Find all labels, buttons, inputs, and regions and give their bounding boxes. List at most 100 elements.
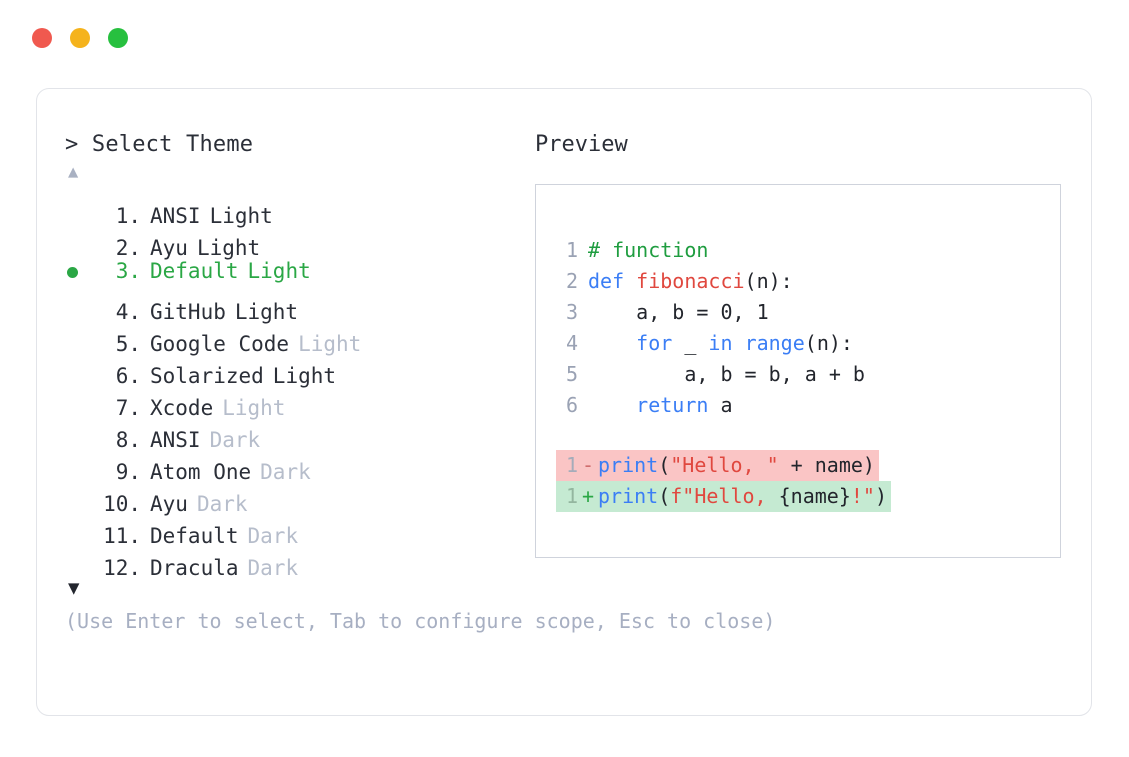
selection-bullet-cell (65, 223, 95, 255)
theme-item-variant: Light (222, 396, 286, 420)
theme-item-variant: Dark (196, 492, 248, 516)
line-number: 6 (565, 393, 578, 417)
theme-item-name: Ayu (150, 236, 188, 260)
theme-list-item[interactable]: 1. ANSI Light (65, 191, 535, 228)
code-line: 1 # function (556, 235, 865, 266)
code-line: 3 a, b = 0, 1 (556, 297, 865, 328)
selection-bullet-cell (65, 415, 95, 447)
theme-item-variant: Light (272, 364, 337, 388)
diff-marker: + (581, 484, 595, 508)
theme-item-variant: Dark (247, 556, 299, 580)
preview-label: Preview (535, 132, 628, 157)
line-number: 1 (565, 484, 578, 508)
theme-item-name: Solarized (150, 364, 264, 388)
diff-text: print("Hello, " + name) (598, 453, 875, 477)
code-text: for _ in range(n): (636, 331, 853, 355)
selected-bullet-icon (67, 267, 78, 278)
selection-bullet-cell (65, 479, 95, 511)
theme-item-variant: Light (247, 259, 311, 283)
theme-list-item[interactable]: 9. Atom One Dark (65, 447, 535, 484)
code-text: # function (588, 238, 709, 262)
theme-item-name: Default (150, 259, 239, 283)
close-button-icon[interactable] (32, 28, 52, 48)
theme-list-item[interactable]: 5. Google Code Light (65, 319, 535, 356)
theme-item-variant: Dark (247, 524, 299, 548)
line-number: 3 (565, 300, 578, 324)
theme-item-name: Default (150, 524, 239, 548)
diff-line-plus: 1+print(f"Hello, {name}!") (556, 481, 892, 512)
theme-item-name: ANSI (150, 428, 201, 452)
theme-item-name: ANSI (150, 204, 201, 228)
code-text: a, b = 0, 1 (588, 300, 769, 324)
theme-item-variant: Light (209, 204, 273, 228)
code-text: def fibonacci(n): (588, 269, 793, 293)
theme-item-number: 3. (115, 259, 141, 283)
selection-bullet-cell (65, 447, 95, 479)
theme-item-number: 9. (115, 460, 141, 484)
code-sample: 1 # function 2 def fibonacci(n): 3 a, b = 0,… (556, 235, 865, 421)
theme-item-number: 1. (115, 204, 141, 228)
theme-item-number: 11. (103, 524, 141, 548)
preview-box: 1 # function 2 def fibonacci(n): 3 a, b = 0,… (535, 184, 1061, 558)
code-text: return a (636, 393, 733, 417)
theme-item-number: 10. (103, 492, 141, 516)
code-line: 2 def fibonacci(n): (556, 266, 865, 297)
theme-item-variant: Light (298, 332, 362, 356)
diff-text: print(f"Hello, {name}!") (598, 484, 888, 508)
theme-item-name: Atom One (150, 460, 252, 484)
line-number: 2 (565, 269, 578, 293)
theme-item-variant: Dark (260, 460, 311, 484)
selection-bullet-cell (65, 383, 95, 415)
selection-bullet-cell (65, 319, 95, 351)
code-line: 5 a, b = b, a + b (556, 359, 865, 390)
prompt-label: > Select Theme (65, 132, 254, 157)
theme-item-number: 4. (115, 300, 141, 324)
theme-list-item[interactable]: 7. Xcode Light (65, 383, 535, 420)
diff-line-minus: 1-print("Hello, " + name) (556, 450, 879, 481)
window-titlebar (32, 28, 128, 48)
diff-sample: 1-print("Hello, " + name)1+print(f"Hello… (556, 450, 892, 512)
theme-item-name: Dracula (150, 556, 239, 580)
line-number: 1 (565, 238, 578, 262)
selection-bullet-cell (65, 351, 95, 383)
code-line: 6 return a (556, 390, 865, 421)
theme-item-number: 6. (115, 364, 141, 388)
preview-pane: Preview 1 # function 2 def fibonacci(n): 3 a… (535, 131, 1065, 558)
selection-bullet-cell (65, 257, 95, 289)
theme-item-variant: Dark (209, 428, 261, 452)
code-line: 4 for _ in range(n): (556, 328, 865, 359)
theme-list-item[interactable]: 8. ANSI Dark (65, 415, 535, 452)
theme-list-item[interactable]: 2. Ayu Light (65, 223, 535, 260)
line-number: 1 (565, 453, 578, 477)
theme-item-name: Google Code (150, 332, 290, 356)
selection-bullet-cell (65, 543, 95, 575)
line-number: 5 (565, 362, 578, 386)
maximize-button-icon[interactable] (108, 28, 128, 48)
theme-list-item[interactable]: 3. Default Light (65, 255, 535, 287)
theme-item-variant: Light (196, 236, 261, 260)
scroll-down-icon[interactable]: ▼ (68, 577, 80, 599)
diff-marker: - (581, 453, 595, 477)
theme-item-name: GitHub (150, 300, 226, 324)
code-text: a, b = b, a + b (588, 362, 865, 386)
selection-bullet-cell (65, 287, 95, 319)
theme-list-item[interactable]: 11. Default Dark (65, 511, 535, 548)
theme-item-number: 5. (115, 332, 141, 356)
theme-list-item[interactable]: 6. Solarized Light (65, 351, 535, 388)
theme-item-name: Xcode (150, 396, 214, 420)
theme-item-number: 7. (115, 396, 141, 420)
theme-item-number: 2. (115, 236, 141, 260)
scroll-up-icon[interactable]: ▲ (68, 162, 79, 182)
theme-item-name: Ayu (150, 492, 188, 516)
minimize-button-icon[interactable] (70, 28, 90, 48)
selection-bullet-cell (65, 511, 95, 543)
theme-item-number: 8. (115, 428, 141, 452)
theme-list-item[interactable]: 10. Ayu Dark (65, 479, 535, 516)
keyboard-hint: (Use Enter to select, Tab to configure s… (65, 609, 776, 633)
